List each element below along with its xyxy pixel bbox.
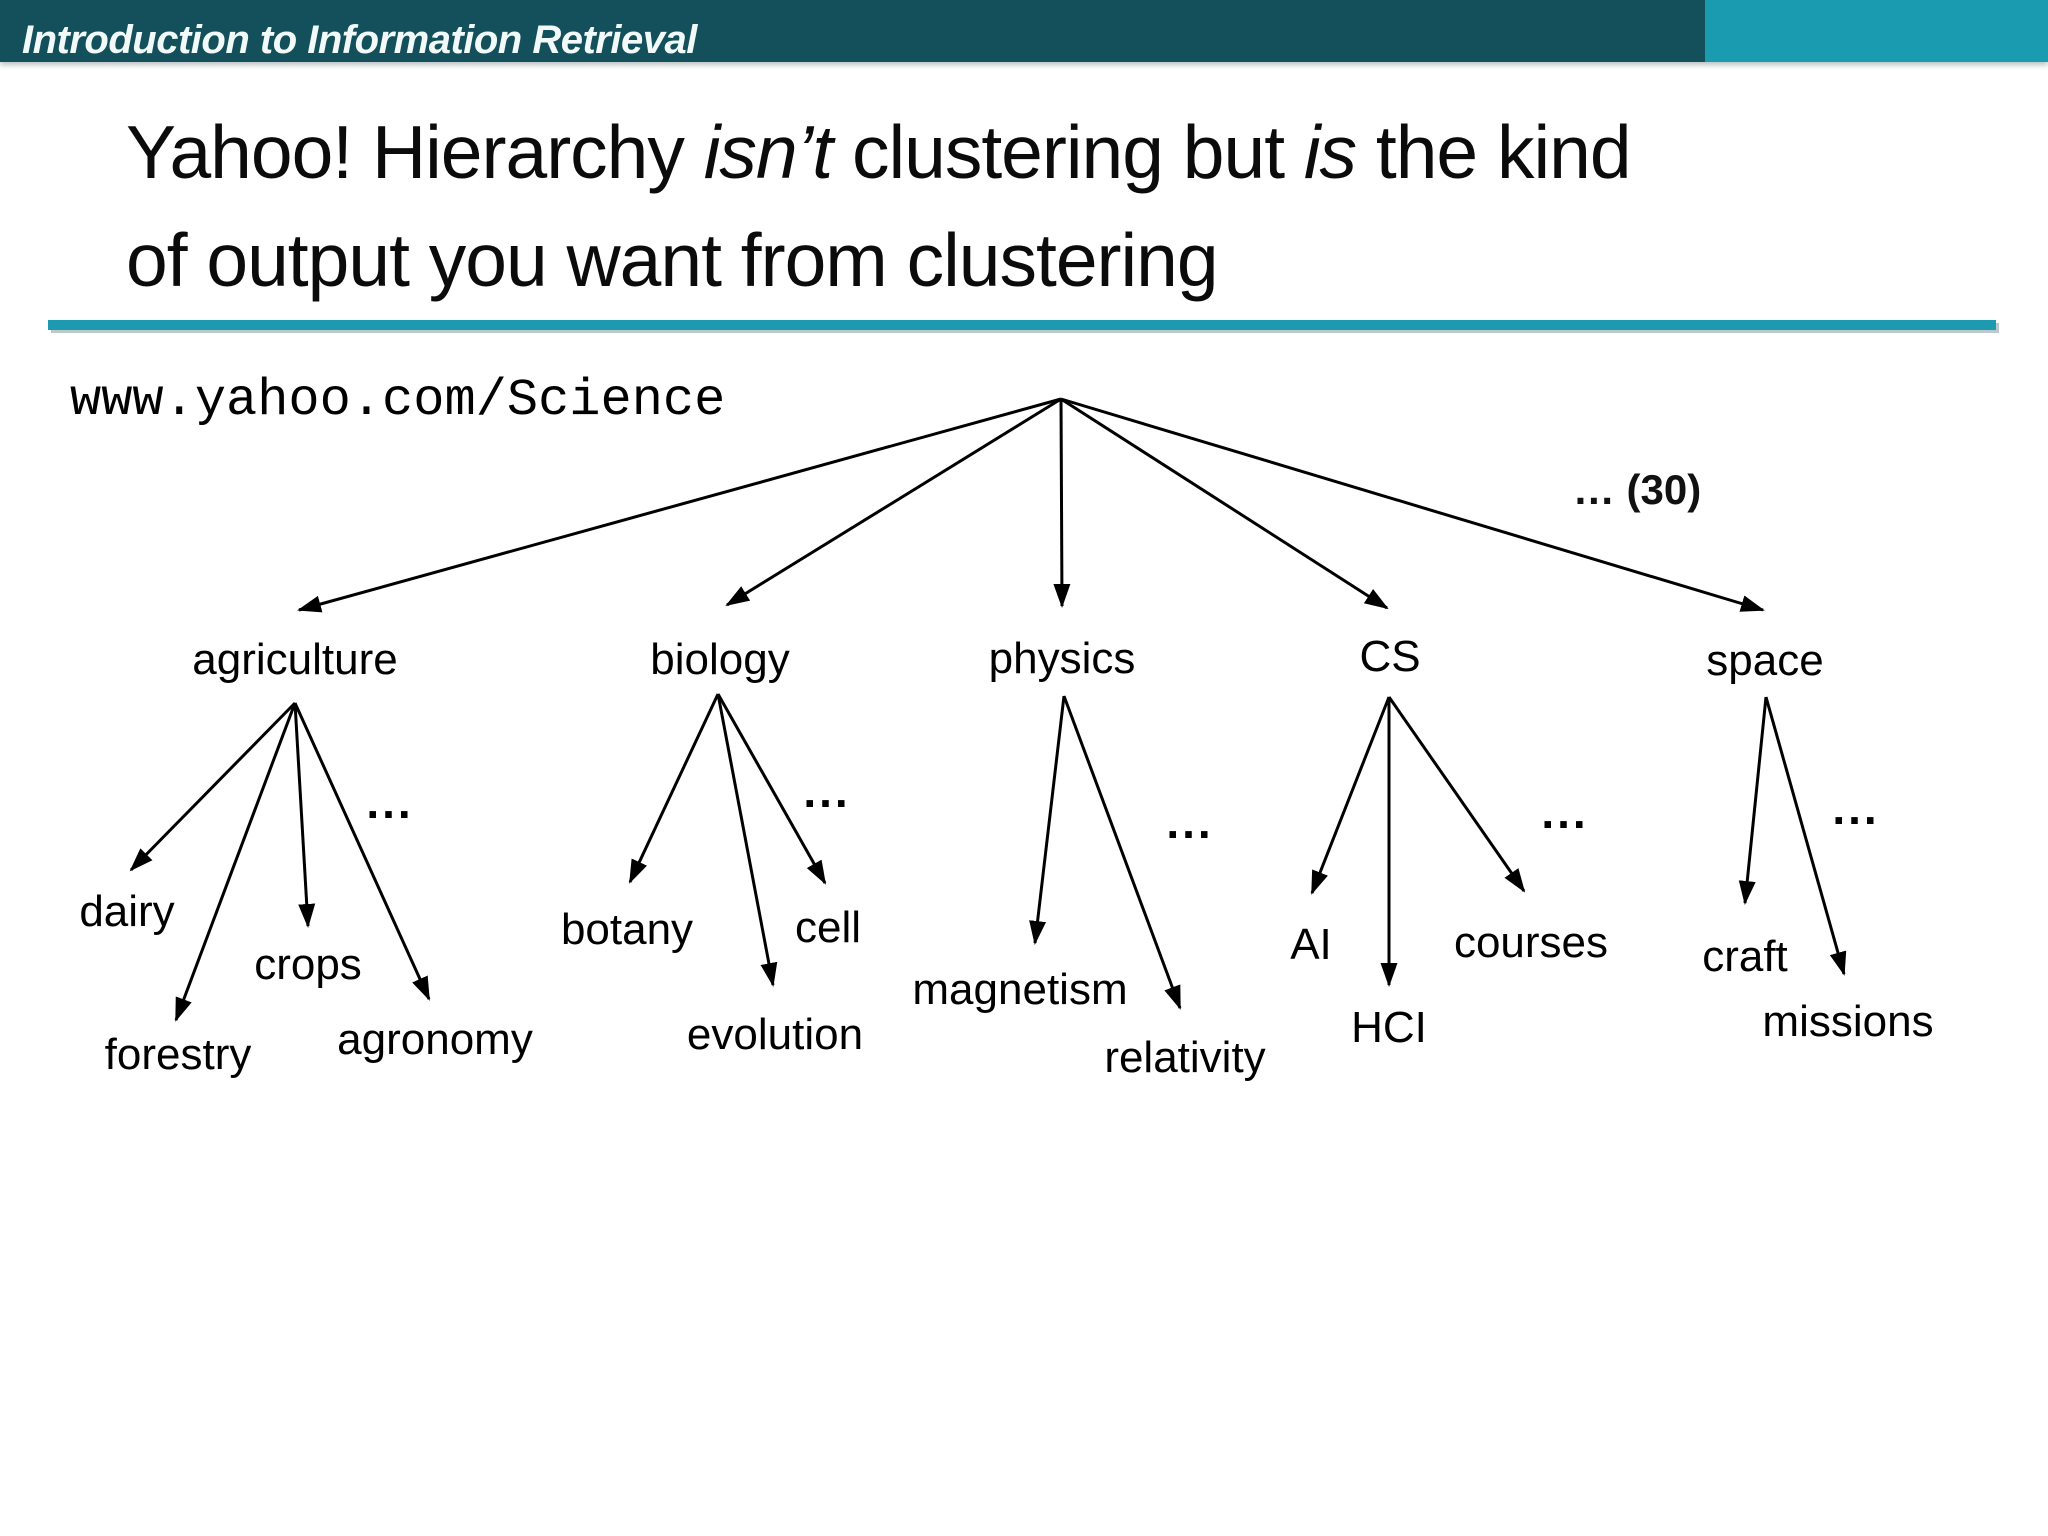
edge-space-to-craft bbox=[1738, 696, 1768, 905]
title-segment: the kind bbox=[1356, 110, 1632, 194]
title-italic-segment: isn’t bbox=[703, 110, 833, 194]
title-rule bbox=[48, 320, 1996, 330]
tree-node-agriculture: agriculture bbox=[192, 634, 398, 684]
tree-node-hci: HCI bbox=[1351, 1002, 1427, 1052]
tree-node-dairy: dairy bbox=[79, 886, 175, 936]
edge-cs-to-ai bbox=[1310, 696, 1391, 895]
tree-node-evolution: evolution bbox=[686, 1009, 864, 1059]
tree-node-cell: cell bbox=[794, 902, 862, 952]
tree-node-crops: crops bbox=[254, 939, 362, 989]
edge-biology-to-evolution bbox=[716, 693, 778, 987]
slide-title-line: Yahoo! Hierarchy isn’t clustering but is… bbox=[126, 98, 1926, 206]
tree-node-forestry: forestry bbox=[104, 1029, 252, 1079]
edge-root-to-agriculture bbox=[297, 397, 1062, 613]
tree-node-ai: AI bbox=[1290, 919, 1332, 969]
tree-node-cs: CS bbox=[1359, 631, 1421, 681]
edge-agriculture-to-dairy bbox=[129, 701, 297, 872]
tree-node-physics: physics bbox=[988, 633, 1136, 683]
yahoo-science-url: www.yahoo.com/Science bbox=[70, 371, 726, 430]
header-accent-block bbox=[1705, 0, 2048, 62]
title-segment: of output you want from clustering bbox=[126, 218, 1219, 302]
title-segment: clustering but bbox=[832, 110, 1304, 194]
edge-agriculture-to-agronomy bbox=[293, 702, 431, 1001]
tree-node-space: space bbox=[1706, 635, 1824, 685]
tree-node-craft: craft bbox=[1702, 931, 1788, 981]
overflow-count-note: … (30) bbox=[1572, 466, 1702, 513]
course-title: Introduction to Information Retrieval bbox=[22, 18, 697, 62]
tree-node-magnetism: magnetism bbox=[912, 964, 1128, 1014]
edge-biology-to-botany bbox=[628, 693, 720, 884]
tree-node-missions: missions bbox=[1762, 996, 1934, 1046]
tree-more-biology: ... bbox=[803, 765, 851, 817]
edge-physics-to-magnetism bbox=[1029, 695, 1066, 945]
tree-more-agriculture: ... bbox=[366, 776, 414, 828]
edge-biology-to-cell bbox=[716, 693, 827, 885]
edge-root-to-cs bbox=[1060, 397, 1389, 610]
tree-node-relativity: relativity bbox=[1104, 1032, 1266, 1082]
slide-title-line: of output you want from clustering bbox=[126, 206, 1926, 314]
edge-cs-to-courses bbox=[1387, 696, 1526, 893]
tree-more-cs: ... bbox=[1541, 786, 1589, 838]
tree-more-physics: ... bbox=[1166, 796, 1214, 848]
tree-node-agronomy: agronomy bbox=[337, 1014, 533, 1064]
slide-title: Yahoo! Hierarchy isn’t clustering but is… bbox=[126, 98, 1926, 314]
tree-node-courses: courses bbox=[1453, 917, 1609, 967]
title-segment: Yahoo! Hierarchy bbox=[126, 110, 704, 194]
edge-agriculture-to-crops bbox=[293, 702, 316, 928]
edge-space-to-missions bbox=[1764, 696, 1847, 976]
edge-root-to-biology bbox=[725, 397, 1062, 607]
header-bar: Introduction to Information Retrieval bbox=[0, 0, 2048, 62]
edge-physics-to-relativity bbox=[1062, 695, 1182, 1010]
edge-root-to-physics bbox=[1053, 398, 1071, 608]
tree-node-botany: botany bbox=[560, 904, 694, 954]
title-italic-segment: is bbox=[1303, 110, 1357, 194]
tree-more-space: ... bbox=[1832, 782, 1880, 834]
tree-node-biology: biology bbox=[650, 634, 790, 684]
edge-agriculture-to-forestry bbox=[174, 702, 297, 1022]
edge-root-to-space bbox=[1060, 397, 1765, 612]
